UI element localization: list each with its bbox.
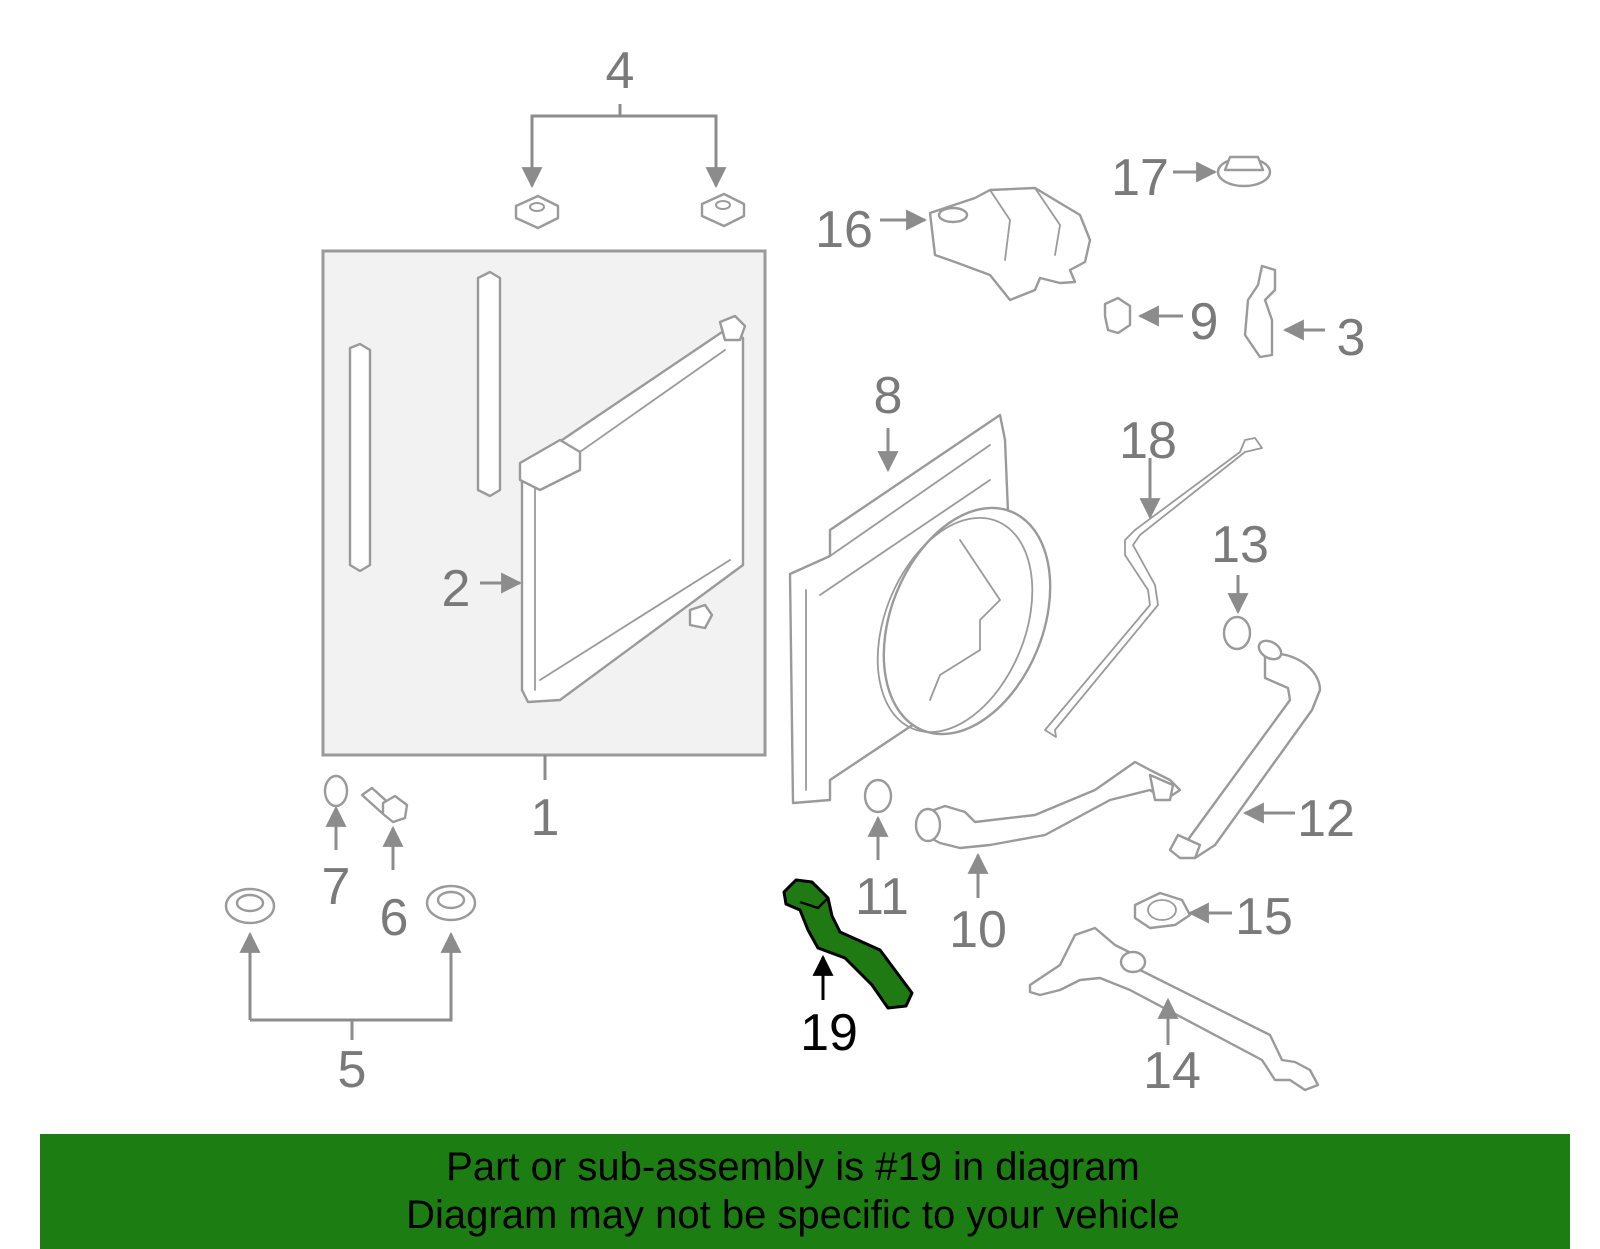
callout-11: 11 [855, 868, 909, 926]
part-13-oring [1222, 615, 1252, 651]
part-4-brackets [514, 104, 746, 230]
part-5-grommets [224, 884, 477, 1040]
callout-3: 3 [1337, 309, 1366, 367]
callout-15: 15 [1235, 888, 1293, 946]
part-7-oring [323, 774, 349, 808]
banner-part-text: Part or sub-assembly is #19 in diagram [446, 1145, 1140, 1189]
banner-disclaimer-text: Diagram may not be specific to your vehi… [406, 1193, 1180, 1237]
callout-19: 19 [800, 1004, 858, 1062]
radiator-assembly-box [321, 249, 767, 757]
callout-17: 17 [1111, 149, 1169, 207]
callout-4: 4 [606, 42, 635, 100]
callout-5: 5 [338, 1041, 367, 1099]
callout-6: 6 [380, 889, 409, 947]
part-17-cap [1216, 155, 1272, 188]
callout-12: 12 [1297, 790, 1355, 848]
part-9-clip [1103, 296, 1132, 335]
part-11-oring [863, 778, 893, 814]
part-18-rod [1044, 437, 1263, 738]
part-3-bracket [1243, 264, 1277, 359]
callout-18: 18 [1119, 412, 1177, 470]
part-15-seal [1133, 891, 1192, 930]
part-10-hose [914, 760, 1182, 850]
callout-7: 7 [322, 858, 351, 916]
part-19-hose-highlighted [782, 878, 914, 1010]
part-12-hose [1168, 639, 1322, 860]
callout-9: 9 [1190, 293, 1219, 351]
callout-13: 13 [1211, 516, 1269, 574]
callout-10: 10 [949, 901, 1007, 959]
part-16-reservoir [928, 186, 1092, 302]
callout-14: 14 [1143, 1042, 1201, 1100]
callout-8: 8 [874, 367, 903, 425]
part-6-bolt [360, 786, 409, 824]
callout-16: 16 [815, 201, 873, 259]
info-banner: Part or sub-assembly is #19 in diagram D… [40, 1134, 1570, 1249]
callout-1: 1 [531, 789, 560, 847]
callout-2: 2 [442, 560, 471, 618]
part-8-fan-shroud [788, 413, 1052, 805]
